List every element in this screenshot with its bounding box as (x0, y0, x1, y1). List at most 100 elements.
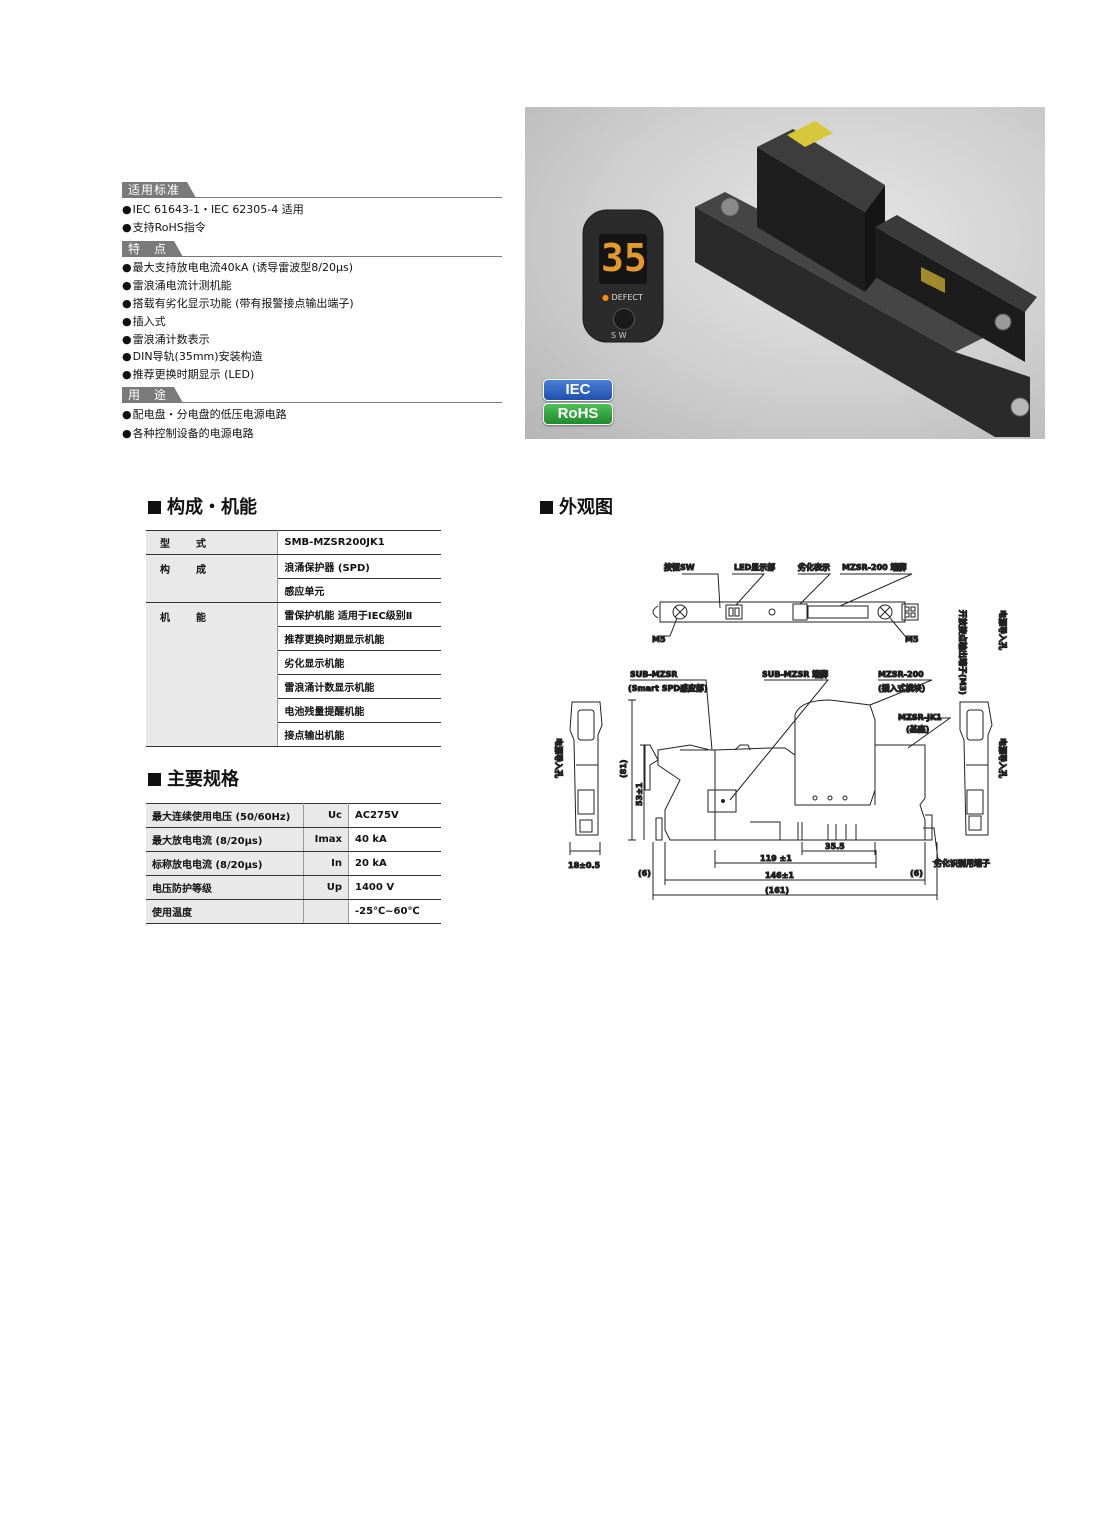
config-value: 雷浪涌计数显示机能 (277, 674, 441, 699)
appearance-title-text: 外观图 (559, 497, 613, 518)
config-row: 推荐更换时期显示机能 (146, 626, 441, 651)
dim-18: 18±0.5 (568, 861, 600, 870)
dim-161: (161) (765, 886, 789, 895)
config-value: 雷保护机能 适用于IEC级别Ⅱ (277, 602, 441, 627)
feature-bullet: DIN导轨(35mm)安装构造 (122, 350, 263, 364)
section-header: 特 点 (122, 241, 502, 257)
config-row: 电池残量提醒机能 (146, 698, 441, 723)
config-value: 接点输出机能 (277, 722, 441, 747)
top-view (652, 573, 919, 637)
spec-value: 1400 V (348, 875, 441, 900)
section-header: 适用标准 (122, 182, 502, 198)
label-m5-left: M5 (652, 635, 666, 644)
config-value: SMB-MZSR200JK1 (277, 530, 441, 555)
defect-text: DEFECT (611, 293, 643, 302)
specs-title: 主要规格 (148, 769, 239, 791)
spec-symbol: In (303, 851, 349, 876)
dim-119: 119 ±1 (760, 854, 792, 863)
defect-led-label: ● DEFECT (602, 293, 643, 302)
label-degradation: 劣化表示 (797, 562, 830, 572)
label-degradation-terminal: 劣化识别用端子 (933, 858, 990, 868)
config-value: 感应单元 (277, 578, 441, 603)
specs-title-text: 主要规格 (167, 769, 239, 790)
label-sub-mzsr: SUB-MZSR (630, 670, 677, 679)
spec-label: 电压防护等级 (146, 875, 305, 900)
dimension-drawing: 按钮SW LED显示部 劣化表示 MZSR-200 端脚 M5 M5 SUB-M… (554, 562, 1009, 900)
counter-display-digits: 35 (601, 236, 647, 280)
config-label: 型 式 (146, 530, 279, 555)
spec-symbol: Uc (303, 803, 349, 828)
label-mzsr-200: MZSR-200 (878, 670, 924, 679)
config-row: 构 成浪涌保护器 (SPD) (146, 554, 441, 603)
section-header-tag: 适用标准 (122, 182, 196, 198)
config-row: 感应单元 (146, 578, 441, 603)
label-wire-inlet-top: 电源导入孔 (998, 610, 1008, 650)
sw-button (613, 308, 635, 330)
spec-label: 使用温度 (146, 899, 305, 924)
section-header-tag: 用 途 (122, 387, 183, 403)
spec-value: 20 kA (348, 851, 441, 876)
section-rule (122, 402, 502, 403)
right-side-view (959, 701, 993, 836)
dim-35-5: 35.5 (825, 842, 845, 851)
rohs-badge: RoHS (543, 403, 613, 425)
label-base: (基座) (906, 724, 929, 734)
section-header-tag: 特 点 (122, 241, 183, 257)
section-header: 用 途 (122, 387, 502, 403)
section-rule (122, 256, 502, 257)
feature-bullet: 各种控制设备的电源电路 (122, 427, 254, 441)
config-value: 劣化显示机能 (277, 650, 441, 675)
label-sub-mzsr-base: SUB-MZSR 端脚 (762, 669, 828, 679)
label-mzsr-base: MZSR-200 端脚 (842, 562, 907, 572)
config-value: 电池残量提醒机能 (277, 698, 441, 723)
config-title: 构成・机能 (148, 497, 257, 519)
label-mzsr-jk1: MZSR-JK1 (898, 713, 942, 722)
dim-146: 146±1 (765, 871, 794, 880)
label-smart-spd: (Smart SPD感应部) (628, 683, 708, 693)
feature-bullet: 支持RoHS指令 (122, 221, 206, 235)
config-label: 构 成 (146, 554, 279, 603)
config-title-text: 构成・机能 (167, 497, 257, 518)
config-label: 机 能 (146, 602, 279, 747)
label-wire-inlet-right: 电源导入孔 (998, 738, 1008, 778)
spec-label: 最大连续使用电压 (50/60Hz) (146, 803, 305, 828)
section-rule (122, 197, 502, 198)
feature-bullet: 插入式 (122, 315, 166, 329)
feature-bullet: 雷浪涌计数表示 (122, 333, 210, 347)
square-bullet-icon (148, 501, 161, 514)
spec-symbol: Up (303, 875, 349, 900)
product-photo: 35 ● DEFECT S W IEC RoHS (525, 107, 1045, 439)
config-row: 机 能雷保护机能 适用于IEC级别Ⅱ (146, 602, 441, 747)
appearance-title: 外观图 (540, 497, 613, 519)
spec-label: 标称放电电流 (8/20μs) (146, 851, 305, 876)
spec-value: AC275V (348, 803, 441, 828)
label-led: LED显示部 (734, 562, 775, 572)
config-row: 雷浪涌计数显示机能 (146, 674, 441, 699)
dim-6-right: (6) (910, 869, 923, 878)
feature-bullet: 搭载有劣化显示功能 (带有报警接点输出端子) (122, 297, 354, 311)
spec-row: 使用温度 -25℃~60℃ (146, 899, 441, 924)
dim-53: 53±1 (635, 782, 644, 806)
feature-bullet: 最大支持放电电流40kA (诱导雷波型8/20μs) (122, 261, 353, 275)
front-view (644, 699, 933, 841)
defect-led-icon: ● (602, 293, 609, 302)
label-plug-module: (插入式模块) (878, 683, 925, 693)
sw-label: S W (611, 331, 627, 340)
spec-symbol: Imax (303, 827, 349, 852)
config-value: 推荐更换时期显示机能 (277, 626, 441, 651)
spd-device-illustration (582, 121, 1037, 437)
square-bullet-icon (540, 501, 553, 514)
dim-6-left: (6) (638, 869, 651, 878)
spec-value: -25℃~60℃ (348, 899, 441, 924)
feature-bullet: 推荐更换时期显示 (LED) (122, 368, 255, 382)
spec-symbol (303, 899, 349, 924)
label-m5-right: M5 (905, 635, 919, 644)
config-value: 浪涌保护器 (SPD) (277, 554, 441, 579)
feature-bullet: IEC 61643-1・IEC 62305-4 适用 (122, 203, 304, 217)
